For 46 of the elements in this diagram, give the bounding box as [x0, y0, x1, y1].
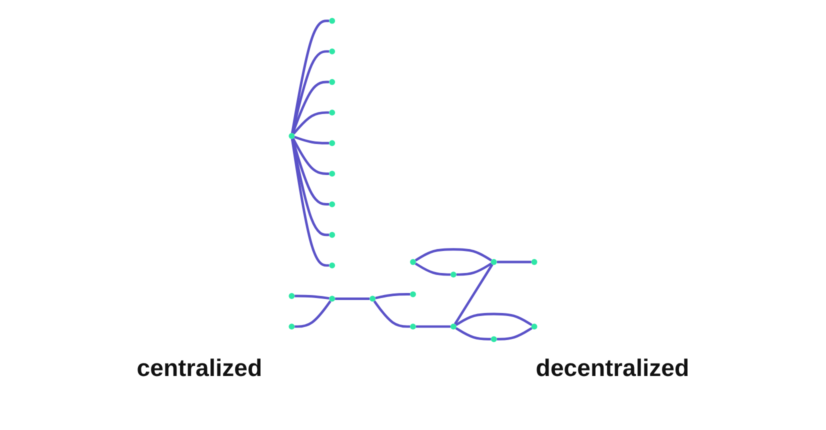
connection-line	[454, 264, 494, 325]
network-node-circle	[410, 291, 416, 298]
network-node-circle	[329, 201, 336, 208]
network-type-label: decentralized	[536, 355, 690, 383]
connection-line	[291, 50, 330, 134]
network-node-circle	[410, 324, 416, 330]
network-node-circle	[490, 259, 497, 265]
network-node-circle	[531, 259, 538, 265]
network-node-circle	[329, 232, 336, 238]
connection-line	[414, 248, 492, 262]
connection-line	[291, 138, 330, 206]
network-node-circle	[450, 272, 456, 278]
connection-line	[294, 136, 330, 144]
network-node-circle	[531, 324, 538, 330]
connection-line	[496, 260, 532, 264]
connection-line	[414, 262, 450, 276]
network-node-circle	[329, 170, 336, 177]
network-node-circle	[329, 262, 336, 268]
connection-line	[294, 300, 332, 328]
connection-line	[292, 111, 330, 135]
connection-line	[496, 327, 532, 340]
network-node-circle	[288, 293, 295, 299]
connection-line	[291, 138, 330, 236]
network-node-circle	[329, 48, 336, 54]
network-node-circle	[329, 18, 336, 24]
network-node-circle	[288, 324, 295, 330]
network-node-circle	[329, 79, 336, 85]
connection-line	[455, 312, 532, 326]
connection-line	[335, 297, 370, 300]
connection-line	[456, 262, 492, 276]
network-type-label: centralized	[136, 355, 262, 383]
network-node-circle	[288, 133, 295, 139]
connection-line	[292, 80, 330, 134]
network-node-circle	[329, 296, 336, 302]
network-node-circle	[450, 324, 456, 330]
connection-line	[294, 294, 330, 300]
network-node-circle	[410, 259, 416, 265]
connection-line	[373, 300, 410, 328]
network-node-circle	[370, 296, 376, 302]
connection-line	[416, 325, 450, 328]
network-node-circle	[490, 336, 497, 342]
connection-line	[375, 293, 410, 300]
connection-line	[292, 138, 330, 175]
connection-line	[455, 327, 491, 340]
network-node-circle	[329, 110, 336, 116]
network-node-circle	[329, 140, 336, 146]
